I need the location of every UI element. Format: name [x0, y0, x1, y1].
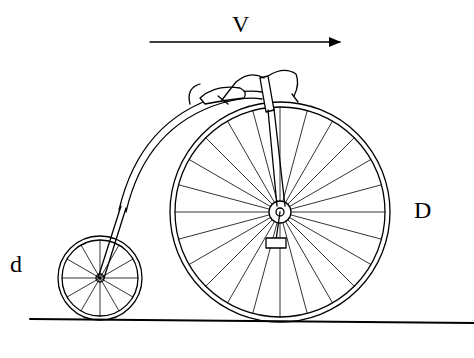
velocity-label: V: [232, 12, 249, 36]
small-wheel-diameter-label: d: [10, 252, 22, 276]
big-wheel-diameter-label: D: [414, 198, 431, 222]
big-wheel: [170, 102, 390, 322]
small-wheel: [58, 236, 142, 320]
velocity-arrow: [150, 41, 340, 42]
bicycle-frame: [98, 70, 298, 278]
